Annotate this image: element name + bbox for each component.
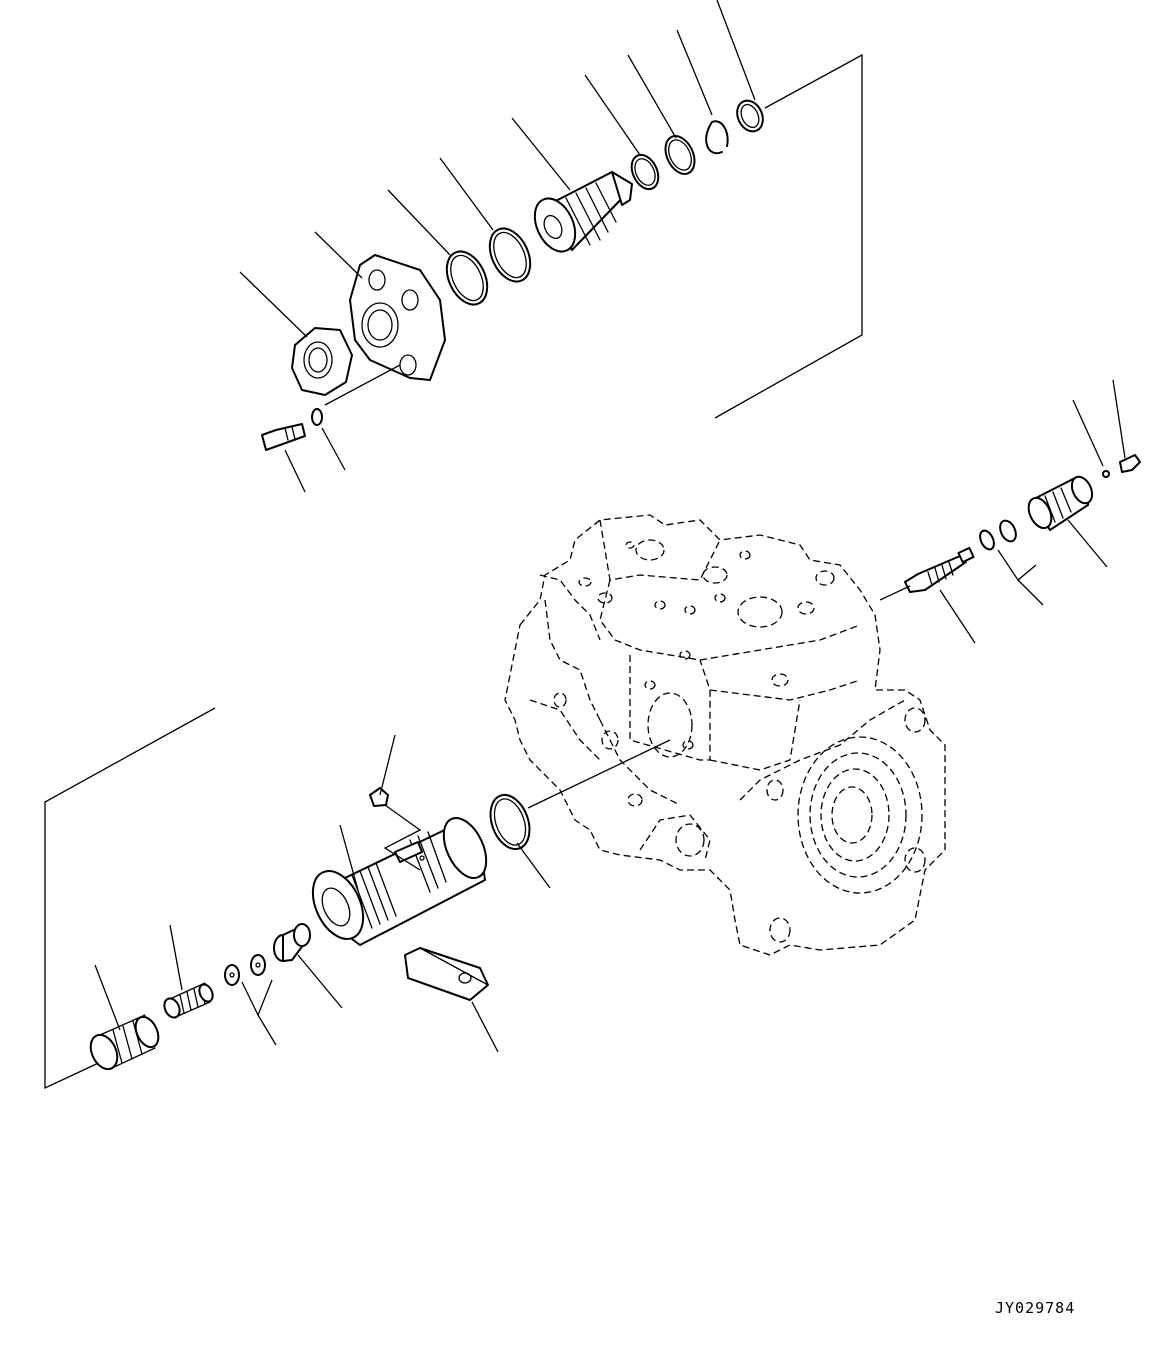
leader-top-1 bbox=[716, 0, 756, 101]
leader-lower-10 bbox=[471, 1001, 499, 1053]
leader-lower-3 bbox=[339, 824, 359, 891]
leader-lower-7 bbox=[257, 1014, 277, 1046]
leader-top-9 bbox=[239, 271, 308, 338]
leader-top-axis bbox=[324, 364, 401, 406]
leader-right-5 bbox=[1017, 579, 1044, 606]
valve-stem-right bbox=[904, 546, 975, 593]
o-ring-right-b bbox=[979, 529, 995, 551]
spring-large bbox=[89, 1014, 160, 1071]
leader-top-5 bbox=[511, 117, 571, 191]
cap-plug-lower bbox=[369, 787, 389, 807]
pump-housing bbox=[504, 514, 946, 956]
leader-lower-6 bbox=[241, 979, 273, 1017]
washer-lower-b bbox=[224, 964, 240, 986]
leader-right-4 bbox=[997, 549, 1037, 581]
spring-seat bbox=[273, 923, 311, 962]
snap-ring-top bbox=[736, 99, 764, 133]
leader-right-1 bbox=[1112, 379, 1126, 459]
o-ring-right-a bbox=[999, 519, 1017, 543]
leader-lower-8 bbox=[169, 924, 183, 991]
spring-small bbox=[163, 982, 214, 1019]
leader-right-2 bbox=[1072, 399, 1104, 467]
leader-top-8 bbox=[314, 231, 363, 279]
leader-right-6 bbox=[939, 589, 976, 644]
key-block bbox=[404, 947, 489, 1001]
flange-plate bbox=[349, 254, 446, 381]
leader-top-11 bbox=[321, 427, 346, 471]
leader-lower-5 bbox=[297, 954, 343, 1009]
leader-top-4 bbox=[584, 74, 641, 156]
o-ring-top-large-b bbox=[445, 250, 489, 306]
leader-lower-1 bbox=[379, 734, 396, 796]
leader-top-7 bbox=[387, 189, 451, 256]
lower-assembly-group bbox=[44, 707, 671, 1090]
leader-lower-2 bbox=[383, 804, 422, 871]
leader-lower-9 bbox=[94, 964, 121, 1031]
o-ring-top-a bbox=[664, 135, 696, 175]
o-ring-lower bbox=[489, 793, 531, 851]
hex-nut bbox=[291, 327, 353, 396]
small-plug-right bbox=[1119, 454, 1141, 473]
spool-plug-top bbox=[533, 171, 633, 253]
leader-top-6 bbox=[439, 157, 494, 231]
drawing-reference-code: JY029784 bbox=[995, 1299, 1076, 1317]
top-group-bracket bbox=[714, 53, 863, 419]
ball-right bbox=[1102, 470, 1110, 478]
washer-top bbox=[311, 408, 323, 426]
top-assembly-group bbox=[239, 0, 863, 493]
o-ring-top-large-a bbox=[488, 227, 532, 283]
o-ring-top-b bbox=[630, 153, 660, 191]
leader-right-3 bbox=[1067, 519, 1108, 568]
leader-top-3 bbox=[627, 54, 677, 139]
servo-piston bbox=[311, 817, 488, 946]
c-clip-top bbox=[705, 120, 729, 155]
washer-lower-a bbox=[250, 954, 266, 976]
leader-lower-axis bbox=[527, 739, 671, 809]
bolt-top bbox=[261, 423, 306, 451]
lower-group-bracket bbox=[44, 707, 216, 1090]
leader-top-10 bbox=[284, 449, 306, 493]
right-assembly-group bbox=[879, 379, 1141, 644]
leader-top-2 bbox=[676, 29, 713, 116]
leader-right-axis bbox=[879, 585, 911, 601]
leader-lower-4 bbox=[516, 842, 551, 889]
threaded-plug-right bbox=[1027, 475, 1094, 531]
